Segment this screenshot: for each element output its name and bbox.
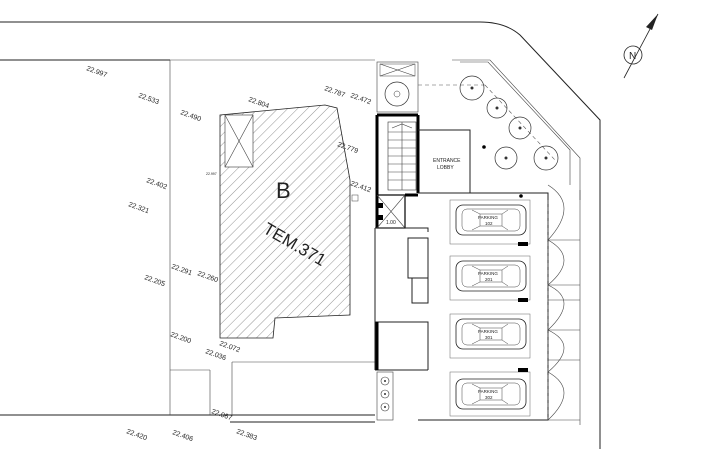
building-letter: B bbox=[276, 178, 291, 203]
spot-level: 22.072 bbox=[218, 340, 241, 354]
spot-level: 22.490 bbox=[179, 109, 202, 123]
parked-car-4 bbox=[455, 378, 527, 410]
parking-label-2: PARKING bbox=[478, 271, 498, 276]
parking-unit-2: 201 bbox=[485, 277, 493, 282]
parking-label-3: PARKING bbox=[478, 329, 498, 334]
parcel-boundaries bbox=[169, 59, 375, 415]
spot-level: 22.402 bbox=[145, 177, 168, 191]
spot-level: 22.997 bbox=[85, 65, 108, 79]
gate-swings bbox=[547, 184, 581, 425]
existing-building-b bbox=[219, 104, 359, 339]
spot-level: 22.260 bbox=[196, 270, 219, 284]
parking-unit-3: 301 bbox=[485, 335, 493, 340]
small-room-label: 1.00 bbox=[386, 220, 396, 226]
spot-level: 22.321 bbox=[127, 201, 150, 215]
spot-level: 22.067 bbox=[210, 408, 233, 422]
spot-level: 22.200 bbox=[169, 331, 192, 345]
new-building-walls bbox=[374, 113, 429, 371]
parking-area bbox=[418, 192, 549, 421]
parking-unit-4: 302 bbox=[485, 395, 493, 400]
parking-label-4: PARKING bbox=[478, 389, 498, 394]
street-edge bbox=[0, 21, 601, 449]
spot-level: 22.291 bbox=[170, 263, 193, 277]
spot-level: 22.383 bbox=[235, 428, 258, 442]
spot-level: 22.406 bbox=[171, 429, 194, 443]
spot-level: 22.804 bbox=[247, 96, 270, 110]
parking-unit-1: 102 bbox=[485, 221, 493, 226]
planter-bottom bbox=[376, 371, 394, 421]
parked-car-3 bbox=[455, 318, 527, 350]
spot-level: 22.412 bbox=[349, 180, 372, 194]
north-label: N bbox=[629, 51, 636, 62]
spot-level: 22.533 bbox=[137, 92, 160, 106]
spot-level: 22.787 bbox=[323, 85, 346, 99]
entrance-label-line1: ENTRANCE bbox=[433, 158, 461, 164]
spot-level: 22.205 bbox=[143, 274, 166, 288]
north-arrow-icon bbox=[623, 13, 659, 79]
small-level-label: 22.997 bbox=[206, 172, 217, 176]
spot-level: 22.472 bbox=[349, 92, 372, 106]
planter-top bbox=[376, 61, 419, 113]
parking-label-1: PARKING bbox=[478, 215, 498, 220]
spot-level: 22.420 bbox=[125, 428, 148, 442]
parked-car-1 bbox=[455, 204, 527, 236]
stair bbox=[387, 121, 417, 191]
spot-level: 22.036 bbox=[204, 348, 227, 362]
garden-trees bbox=[418, 59, 581, 200]
entrance-label-line2: LOBBY bbox=[437, 165, 454, 171]
parked-car-2 bbox=[455, 260, 527, 292]
